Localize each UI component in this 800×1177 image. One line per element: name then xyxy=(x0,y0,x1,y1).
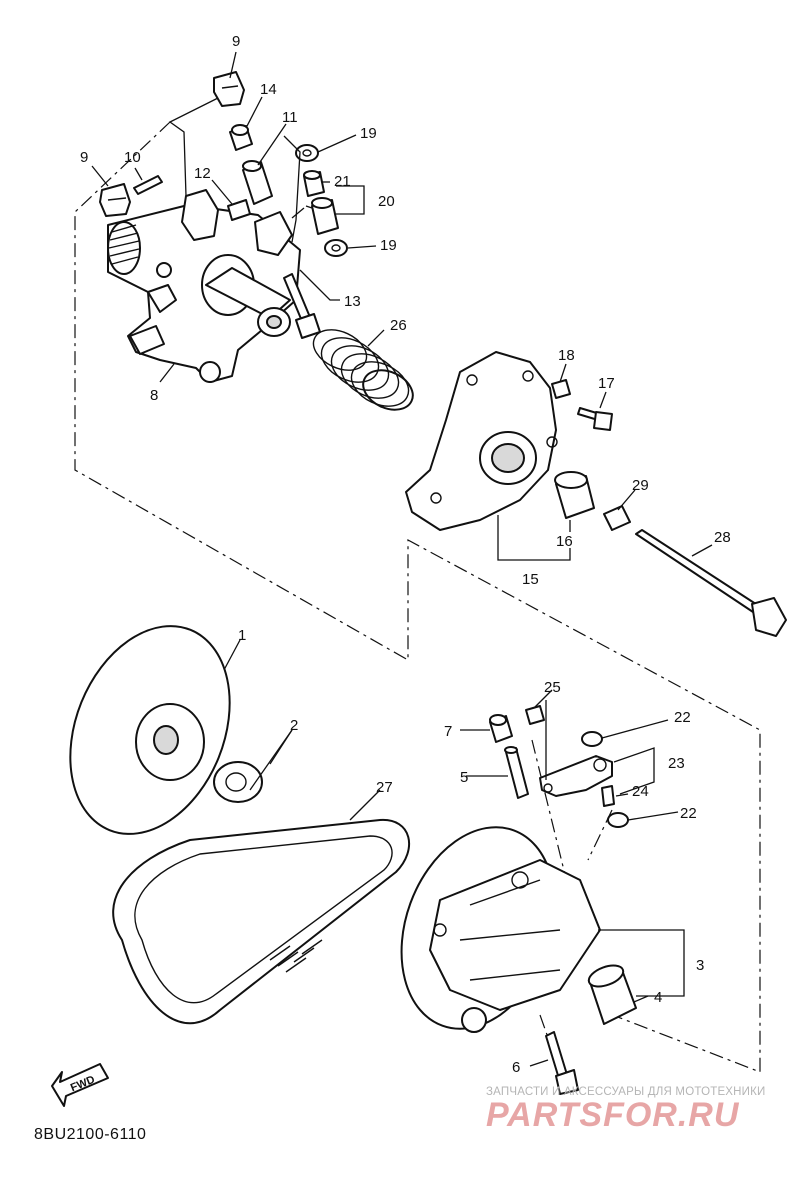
callout-15: 15 xyxy=(522,571,539,588)
part-22-washer-lower xyxy=(607,812,629,828)
callout-19-upper: 19 xyxy=(360,125,377,142)
part-9-weight-upper xyxy=(213,71,245,107)
watermark-tagline: ЗАПЧАСТИ И АКСЕССУАРЫ ДЛЯ МОТОТЕХНИКИ xyxy=(486,1086,766,1098)
callout-labels: 9 14 11 19 9 10 12 21 20 19 13 26 8 18 1… xyxy=(80,33,731,1076)
part-22-washer-upper xyxy=(581,731,603,747)
part-11-collar xyxy=(242,160,273,205)
part-9-weight-left xyxy=(99,183,131,217)
callout-7: 7 xyxy=(444,723,452,740)
callout-18: 18 xyxy=(558,347,575,364)
part-28-bolt xyxy=(635,529,787,637)
callout-8: 8 xyxy=(150,387,158,404)
callout-27: 27 xyxy=(376,779,393,796)
part-1-fixed-sheave xyxy=(69,625,231,835)
part-2-collar xyxy=(213,761,263,803)
callout-22-lower: 22 xyxy=(680,805,697,822)
callout-1: 1 xyxy=(238,627,246,644)
fwd-arrow-icon: FWD xyxy=(51,1063,109,1107)
part-19-washer-upper xyxy=(295,144,319,162)
callout-16: 16 xyxy=(556,533,573,550)
callout-19-lower: 19 xyxy=(380,237,397,254)
part-10-pin xyxy=(133,175,163,195)
part-27-drive-belt xyxy=(112,818,411,1025)
callout-28: 28 xyxy=(714,529,731,546)
part-15-cap xyxy=(405,351,558,531)
part-17-bolt xyxy=(577,407,613,431)
part-12-bolt xyxy=(227,199,251,221)
watermark-brand: PARTSFOR.RU xyxy=(486,1096,740,1134)
callout-20: 20 xyxy=(378,193,395,210)
callout-9-left: 9 xyxy=(80,149,88,166)
callout-10: 10 xyxy=(124,149,141,166)
part-26-spring xyxy=(312,329,414,411)
part-24-pin xyxy=(601,785,615,807)
callout-24: 24 xyxy=(632,783,649,800)
leader-lines xyxy=(91,51,713,1067)
callout-23: 23 xyxy=(668,755,685,772)
callout-13: 13 xyxy=(344,293,361,310)
part-25-bolt xyxy=(525,705,545,725)
callout-22-upper: 22 xyxy=(674,709,691,726)
callout-26: 26 xyxy=(390,317,407,334)
callout-25: 25 xyxy=(544,679,561,696)
callout-21: 21 xyxy=(334,173,351,190)
callout-12: 12 xyxy=(194,165,211,182)
part-6-bolt xyxy=(545,1031,579,1095)
part-21-roller xyxy=(303,170,325,197)
part-20-roller xyxy=(311,197,339,235)
part-23-arm xyxy=(539,755,613,797)
callout-17: 17 xyxy=(598,375,615,392)
callout-3: 3 xyxy=(696,957,704,974)
part-7-nut xyxy=(489,714,513,743)
part-19-washer-lower xyxy=(324,239,348,257)
part-5-pin xyxy=(504,746,529,799)
callout-5: 5 xyxy=(460,769,468,786)
callout-2: 2 xyxy=(290,717,298,734)
callout-6: 6 xyxy=(512,1059,520,1076)
part-3-movable-sheave xyxy=(400,826,601,1033)
callout-29: 29 xyxy=(632,477,649,494)
callout-4: 4 xyxy=(654,989,662,1006)
part-4-bushing xyxy=(587,964,637,1025)
callout-14: 14 xyxy=(260,81,277,98)
part-14-nut xyxy=(229,124,253,151)
diagram-code: 8BU2100-6110 xyxy=(34,1126,147,1143)
part-8-spider-hub xyxy=(107,189,301,383)
part-16-bushing xyxy=(554,471,595,519)
callout-9-upper: 9 xyxy=(232,33,240,50)
part-18-nut xyxy=(551,379,571,399)
part-29-clip xyxy=(603,505,631,531)
callout-11: 11 xyxy=(282,109,298,126)
